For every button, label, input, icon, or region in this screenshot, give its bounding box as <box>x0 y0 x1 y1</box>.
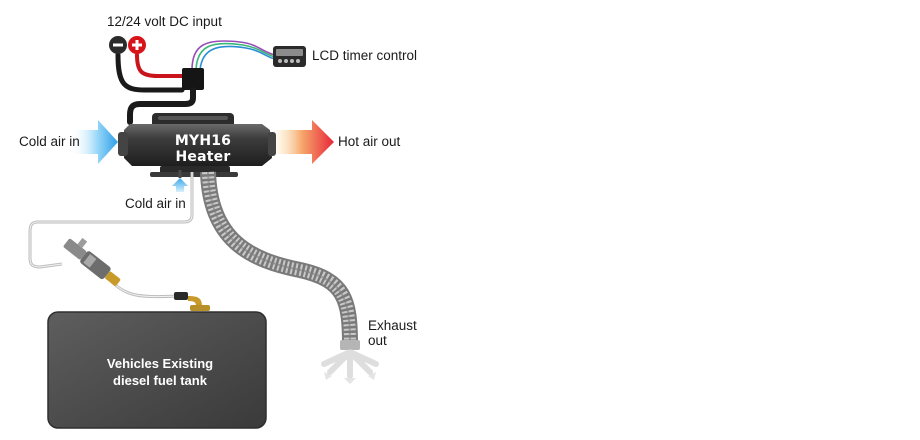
junction-box <box>182 68 204 90</box>
exhaust-hose <box>200 171 360 350</box>
heater-name: MYH16 Heater <box>174 133 232 165</box>
exhaust-plume-icon <box>321 349 379 384</box>
hot-air-out-label: Hot air out <box>338 134 401 149</box>
cold-air-inlet-icon <box>172 178 188 192</box>
positive-terminal <box>128 36 146 54</box>
heater-unit <box>118 113 276 177</box>
exhaust-label-line1: Exhaust <box>368 318 417 333</box>
exhaust-label-line2: out <box>368 333 387 348</box>
cold-air-arrow-icon <box>70 120 118 164</box>
timer-wires <box>191 40 276 71</box>
power-wires <box>115 52 185 93</box>
timer-label: LCD timer control <box>312 48 418 63</box>
heater-cable <box>127 87 196 125</box>
tank-label-line2: diesel fuel tank <box>113 373 207 388</box>
negative-terminal <box>109 36 127 54</box>
fuel-tank <box>48 312 266 428</box>
cold-air-inlet-label: Cold air in <box>125 196 186 211</box>
tank-label: Vehicles Existing diesel fuel tank <box>70 355 250 389</box>
lcd-timer-device <box>273 46 306 67</box>
fuel-pickup-fitting <box>174 292 210 311</box>
fuel-pump <box>63 237 121 286</box>
tank-label-line1: Vehicles Existing <box>106 356 214 371</box>
dc-input-label: 12/24 volt DC input <box>107 14 222 29</box>
cold-air-in-label: Cold air in <box>19 134 80 149</box>
hot-air-arrow-icon <box>276 120 334 164</box>
